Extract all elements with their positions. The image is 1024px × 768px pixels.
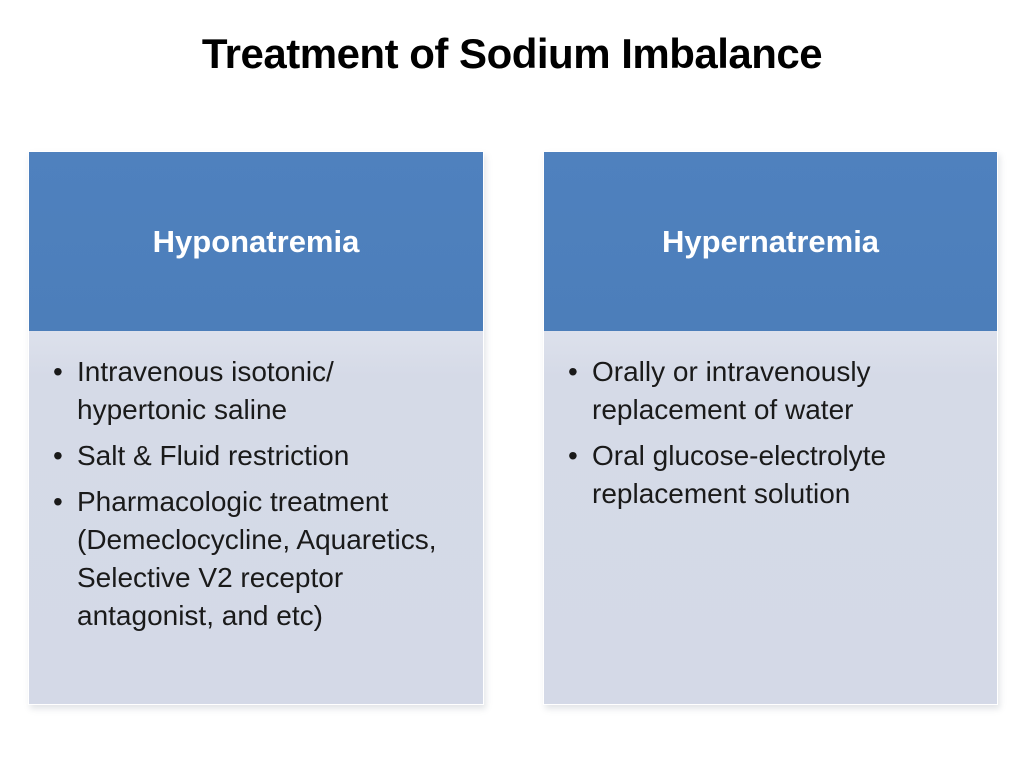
bullet-item-text: Oral glucose-electrolyte replacement sol… <box>592 440 887 509</box>
hyponatremia-heading: Hyponatremia <box>152 223 360 259</box>
list-item: • Oral glucose-electrolyte replacement s… <box>562 437 979 513</box>
hypernatremia-card: Hypernatremia • Orally or intravenously … <box>543 151 998 705</box>
bullet-item-text: Orally or intravenously replacement of w… <box>592 356 871 425</box>
slide-title: Treatment of Sodium Imbalance <box>201 30 823 77</box>
bullet-item-text: Salt & Fluid restriction <box>77 440 350 471</box>
hypernatremia-card-header: Hypernatremia <box>544 152 997 331</box>
hyponatremia-card-body: • Intravenous isotonic/ hypertonic salin… <box>29 331 483 704</box>
hyponatremia-bullet-list: • Intravenous isotonic/ hypertonic salin… <box>47 353 465 635</box>
list-item: • Intravenous isotonic/ hypertonic salin… <box>47 353 465 429</box>
bullet-icon: • <box>568 440 578 471</box>
bullet-icon: • <box>53 486 63 517</box>
bullet-item-text: Pharmacologic treatment (Demeclocycline,… <box>77 486 437 631</box>
hypernatremia-heading: Hypernatremia <box>661 223 880 259</box>
bullet-item-text: Intravenous isotonic/ hypertonic saline <box>77 356 334 425</box>
list-item: • Pharmacologic treatment (Demeclocyclin… <box>47 483 465 635</box>
hyponatremia-card-header: Hyponatremia <box>29 152 483 331</box>
bullet-icon: • <box>53 440 63 471</box>
hypernatremia-bullet-list: • Orally or intravenously replacement of… <box>562 353 979 513</box>
list-item: • Orally or intravenously replacement of… <box>562 353 979 429</box>
hypernatremia-card-body: • Orally or intravenously replacement of… <box>544 331 997 704</box>
bullet-icon: • <box>53 356 63 387</box>
list-item: • Salt & Fluid restriction <box>47 437 465 475</box>
bullet-icon: • <box>568 356 578 387</box>
hyponatremia-card: Hyponatremia • Intravenous isotonic/ hyp… <box>28 151 484 705</box>
